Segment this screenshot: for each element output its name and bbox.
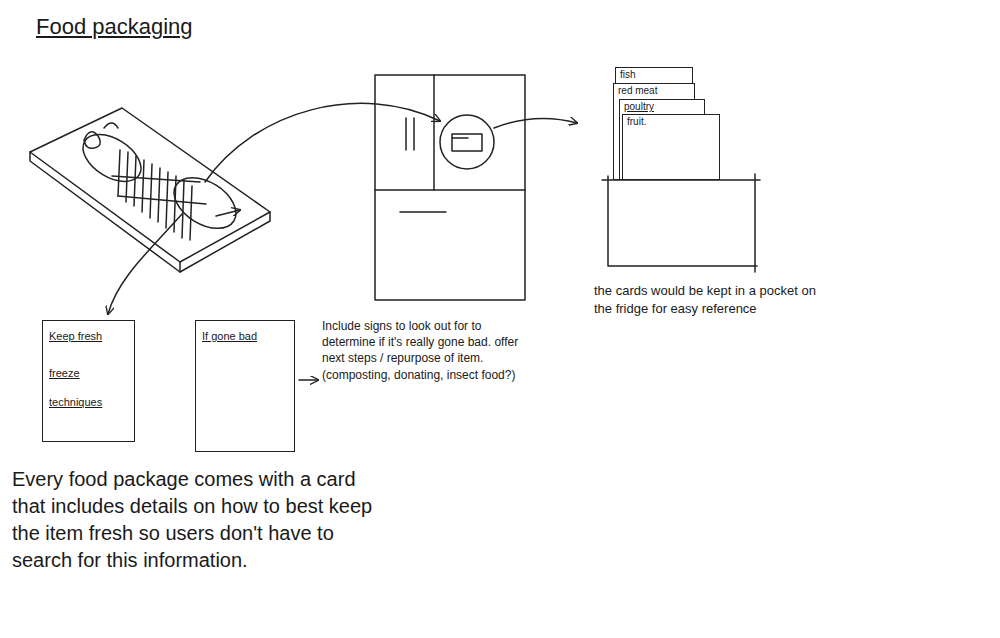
annotation-note: Include signs to look out for to determi… [322, 318, 527, 383]
card-text: techniques [49, 396, 128, 409]
sketch-arrow [205, 103, 440, 182]
card-text: poultry [624, 101, 700, 113]
gone-bad-card: If gone bad [195, 320, 295, 452]
keep-fresh-card: Keep fresh freeze techniques [42, 320, 135, 442]
card-pocket [602, 174, 760, 272]
index-card-tab: fruit. [622, 114, 720, 180]
description-paragraph: Every food package comes with a card tha… [12, 466, 374, 574]
card-text: fruit. [627, 116, 715, 128]
sketch-arrow [299, 379, 318, 381]
food-package [30, 108, 270, 272]
card-text: Keep fresh [49, 330, 128, 343]
fridge [375, 75, 525, 300]
card-text: red meat [618, 85, 690, 97]
sketch-title: Food packaging [36, 12, 193, 42]
sketch-arrow [494, 119, 577, 128]
card-text: fish [620, 69, 688, 81]
card-text: If gone bad [202, 330, 288, 343]
card-text: freeze [49, 367, 128, 380]
annotation-note: the cards would be kept in a pocket on t… [594, 282, 819, 317]
sketch-arrow [108, 214, 182, 314]
